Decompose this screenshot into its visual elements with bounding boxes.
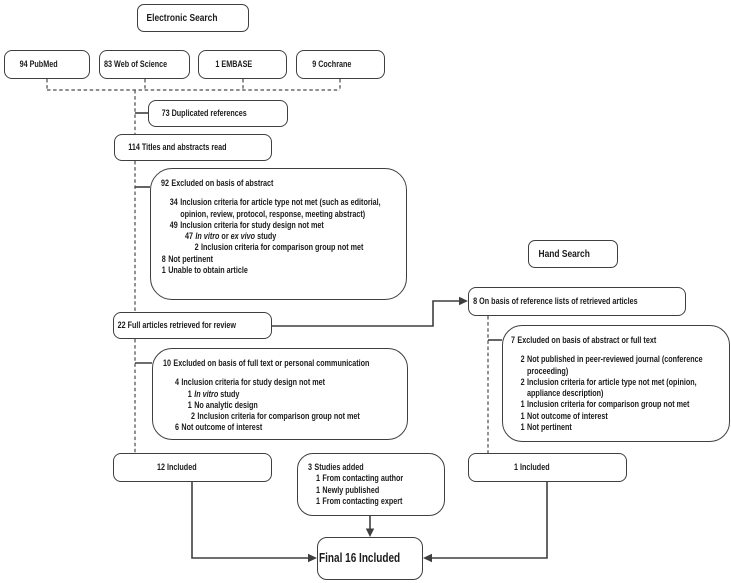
dashed-connectors <box>46 79 489 453</box>
embase-label: 1 EMBASE <box>215 59 253 70</box>
included-left-label: 12 Included <box>156 462 197 473</box>
duplicated-references-label: 73 Duplicated references <box>161 108 247 119</box>
cochrane-label: 9 Cochrane <box>312 59 352 70</box>
fullarticles-to-reflists-line <box>272 300 460 327</box>
hand-search-box: Hand Search <box>528 240 618 268</box>
full-articles-box: 22 Full articles retrieved for review <box>113 312 272 339</box>
included-right-box: 1 Included <box>468 453 627 482</box>
titles-abstracts-read-label: 114 Titles and abstracts read <box>128 142 227 153</box>
excluded-abstract-title: 92 Excluded on basis of abstract <box>161 178 398 189</box>
source-box-pubmed: 94 PubMed <box>4 50 90 79</box>
arrowheads <box>308 296 468 563</box>
reference-lists-label: 8 On basis of reference lists of retriev… <box>473 296 638 307</box>
excluded-right-title: 7 Excluded on basis of abstract or full … <box>511 335 721 346</box>
web-of-science-label: 83 Web of Science <box>104 59 168 70</box>
source-box-web-of-science: 83 Web of Science <box>99 50 190 79</box>
studies-added-text: Studies added <box>314 462 364 472</box>
studies-added-title: 3 Studies added <box>308 462 438 473</box>
studies-added-count: 3 <box>308 462 313 472</box>
final-included-box: Final 16 Included <box>317 537 423 580</box>
solid-connectors <box>135 112 548 559</box>
excluded-abstract-count: 92 <box>161 178 170 188</box>
reference-lists-box: 8 On basis of reference lists of retriev… <box>468 287 686 316</box>
hand-search-label: Hand Search <box>538 247 590 260</box>
duplicated-references-box: 73 Duplicated references <box>148 100 288 127</box>
included12-to-final-line <box>191 482 309 559</box>
included-right-label: 1 Included <box>513 462 550 473</box>
excluded-fulltext-text: Excluded on basis of full text or person… <box>173 358 370 368</box>
arrow-into-final-left <box>308 553 317 563</box>
excluded-fulltext-box: 10 Excluded on basis of full text or per… <box>152 348 408 440</box>
included1-to-final-line <box>431 482 548 559</box>
arrow-into-final-right <box>423 553 432 563</box>
titles-abstracts-read-box: 114 Titles and abstracts read <box>114 134 272 161</box>
excluded-abstract-text: Excluded on basis of abstract <box>171 178 274 188</box>
excluded-right-box: 7 Excluded on basis of abstract or full … <box>502 325 730 442</box>
arrow-into-reflists <box>459 296 468 306</box>
source-box-embase: 1 EMBASE <box>198 50 287 79</box>
pubmed-label: 94 PubMed <box>19 59 58 70</box>
electronic-search-box: Electronic Search <box>137 4 249 32</box>
final-included-label: Final 16 Included <box>319 551 401 566</box>
excluded-fulltext-count: 10 <box>163 358 172 368</box>
arrow-into-final-top <box>365 528 375 537</box>
excluded-right-text: Excluded on basis of abstract or full te… <box>517 335 657 345</box>
excluded-fulltext-title: 10 Excluded on basis of full text or per… <box>163 358 399 369</box>
included-left-box: 12 Included <box>113 453 272 482</box>
source-box-cochrane: 9 Cochrane <box>296 50 385 79</box>
electronic-search-label: Electronic Search <box>146 11 218 24</box>
full-articles-label: 22 Full articles retrieved for review <box>117 320 237 331</box>
excluded-right-count: 7 <box>511 335 516 345</box>
